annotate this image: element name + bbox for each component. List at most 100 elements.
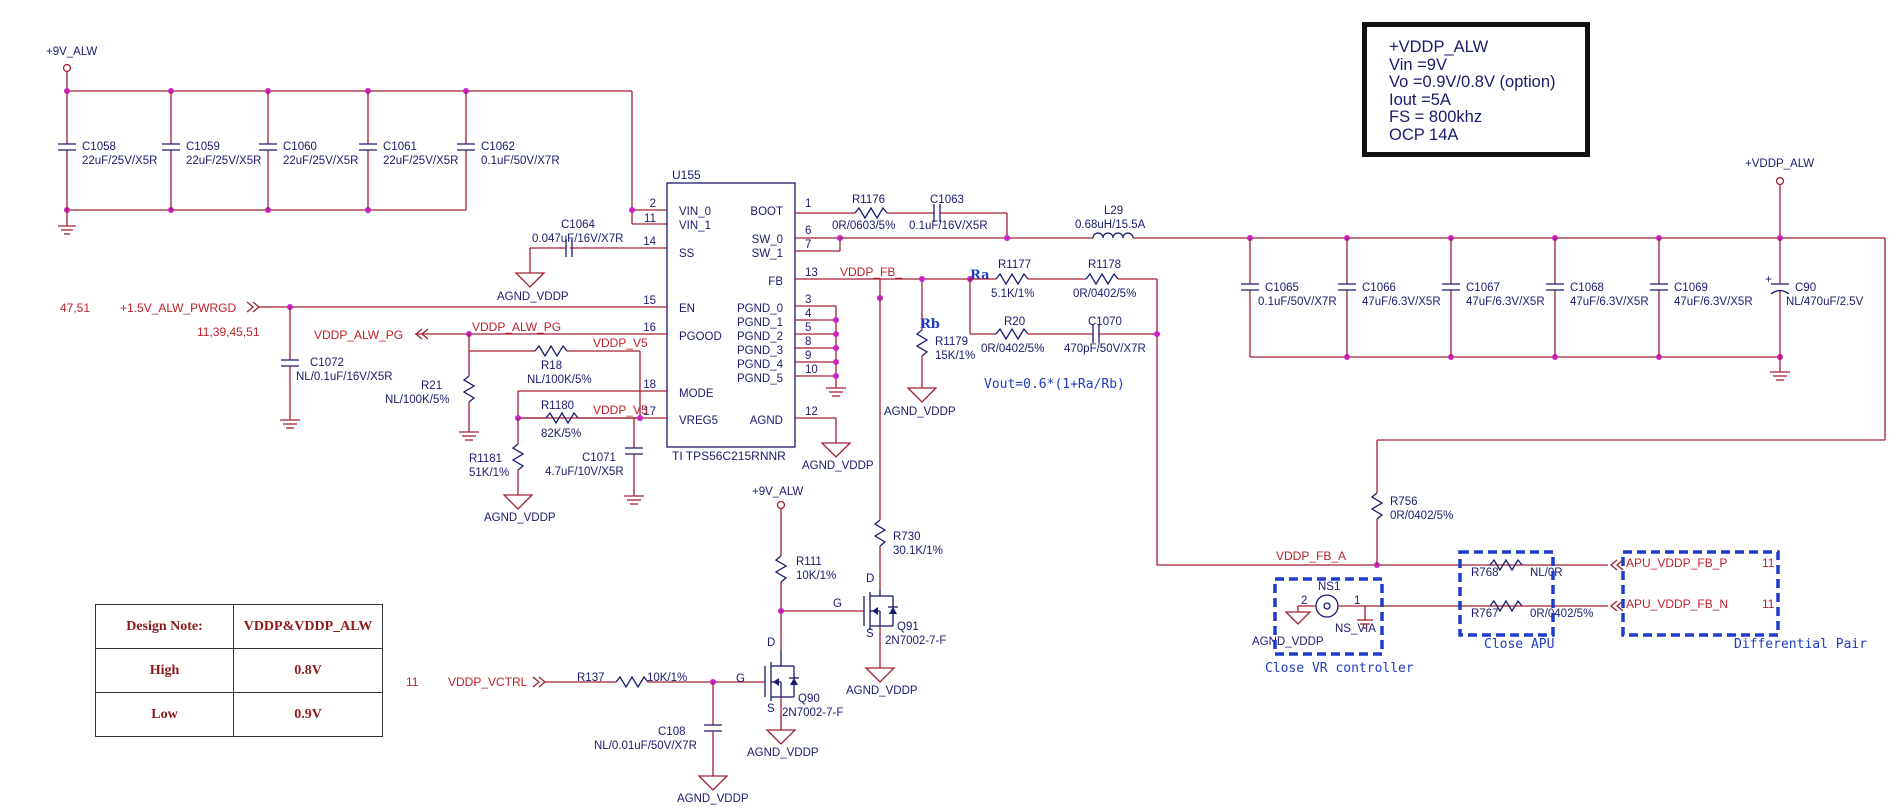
vin2-rail-label: +9V_ALW <box>752 486 803 498</box>
input-capacitors: C1058 22uF/25V/X5R C1059 22uF/25V/X5R C1… <box>58 91 560 210</box>
q91-value: 2N7002-7-F <box>885 635 946 647</box>
c1064-value: 0.047uF/16V/X7R <box>532 233 623 245</box>
ic-left-pins: 2 VIN_0 11 VIN_1 14 SS 15 EN 16 PGOOD 18… <box>271 198 722 427</box>
pin-num: 4 <box>805 308 812 320</box>
cap-value: 22uF/25V/X5R <box>82 155 157 167</box>
q91-ref: Q91 <box>897 621 919 633</box>
pin-num: 12 <box>805 406 818 418</box>
q90-d-label: D <box>767 637 775 649</box>
pin-num: 14 <box>643 236 656 248</box>
apu-p-sheet-ref: 11 <box>1762 556 1775 570</box>
pin-num: 7 <box>805 239 811 251</box>
diff-pair-label: Differential Pair <box>1734 637 1867 652</box>
pin-name: AGND <box>750 415 783 427</box>
pin-num: 18 <box>643 379 656 391</box>
c1070-ref: C1070 <box>1088 316 1122 328</box>
input-cap-4: C1062 0.1uF/50V/X7R <box>457 91 560 210</box>
cap-ref: C1065 <box>1265 282 1299 294</box>
pin-num: 6 <box>805 225 811 237</box>
cap-value: 47uF/6.3V/X5R <box>1466 296 1545 308</box>
l29-ref: L29 <box>1104 205 1123 217</box>
r1176-ref: R1176 <box>852 194 885 206</box>
sw-node: R1176 0R/0603/5% C1063 0.1uF/16V/X5R L29… <box>832 194 1886 493</box>
agnd-vreg: AGND_VDDP <box>484 512 556 524</box>
close-apu-box <box>1458 550 1555 637</box>
pin-num: 11 <box>644 213 656 225</box>
fba-net-label: VDDP_FB_A <box>1276 549 1346 563</box>
r111-value: 10K/1% <box>796 570 836 582</box>
pin-name: PGND_1 <box>737 317 783 329</box>
design-note-cell: High <box>95 648 234 693</box>
q90-gate-label: G <box>736 673 745 685</box>
r20-ref: R20 <box>1004 316 1025 328</box>
cap-value: 47uF/6.3V/X5R <box>1674 296 1753 308</box>
cap-ref: C1066 <box>1362 282 1396 294</box>
spec-line-3: Iout =5A <box>1389 90 1451 109</box>
r1176-value: 0R/0603/5% <box>832 220 895 232</box>
design-note-table: Design Note: VDDP&VDDP_ALW High 0.8V Low… <box>95 604 383 737</box>
cap-ref: C90 <box>1795 282 1816 294</box>
vout-rail-label: +VDDP_ALW <box>1745 158 1814 170</box>
c1071-ref: C1071 <box>582 452 616 464</box>
pin-name: SW_1 <box>752 248 783 260</box>
r1180-ref: R1180 <box>541 400 574 412</box>
cap-ref: C1061 <box>383 141 417 153</box>
r1181-ref: R1181 <box>469 453 502 465</box>
pin-name: SS <box>679 248 695 260</box>
r1177-ref: R1177 <box>998 259 1031 271</box>
r768-value: NL/0R <box>1530 567 1563 579</box>
ns1-pin2: 2 <box>1301 595 1307 607</box>
pin-name: SW_0 <box>752 234 783 246</box>
ic-right-pins: 1 BOOT 6 SW_0 7 SW_1 13 FB 3 PGND_0 4 PG… <box>737 198 970 427</box>
design-note-row: High 0.8V <box>95 648 383 693</box>
design-note-cell: 0.9V <box>233 692 383 737</box>
c1064: C1064 0.047uF/16V/X7R AGND_VDDP <box>497 219 623 303</box>
cap-value: 47uF/6.3V/X5R <box>1570 296 1649 308</box>
cap-ref: C1069 <box>1674 282 1708 294</box>
pg-net-label: VDDP_ALW_PG <box>314 328 403 342</box>
pin-num: 8 <box>805 336 811 348</box>
input-cap-1: C1059 22uF/25V/X5R <box>162 91 261 210</box>
output-rail: +VDDP_ALW <box>1247 158 1814 381</box>
agnd-c108: AGND_VDDP <box>677 793 749 805</box>
cap-value: 22uF/25V/X5R <box>383 155 458 167</box>
output-cap-0: C1065 0.1uF/50V/X7R <box>1241 238 1337 357</box>
r1179-ref: R1179 <box>935 336 968 348</box>
pgnd-bus: AGND_VDDP <box>802 306 874 472</box>
apu-n-sheet-ref: 11 <box>1762 597 1775 611</box>
output-cap-5: + C90 NL/470uF/2.5V <box>1765 238 1864 357</box>
ra-label: Ra <box>970 268 990 283</box>
pin-name: PGND_2 <box>737 331 783 343</box>
pin-num: 1 <box>805 198 811 210</box>
spec-line-5: OCP 14A <box>1389 125 1459 144</box>
design-note-header-0: Design Note: <box>95 604 234 649</box>
c1063-value: 0.1uF/16V/X5R <box>909 220 988 232</box>
pin-num: 5 <box>805 322 811 334</box>
pin-num: 2 <box>650 198 656 210</box>
pin-num: 3 <box>805 294 811 306</box>
close-apu-label: Close APU <box>1484 637 1554 652</box>
formula: Vout=0.6*(1+Ra/Rb) <box>984 377 1125 392</box>
c1071-value: 4.7uF/10V/X5R <box>545 466 624 478</box>
r756-ref: R756 <box>1390 496 1418 508</box>
v5-label-b: VDDP_V5 <box>593 403 648 417</box>
diff-pair-box <box>1621 550 1780 637</box>
fb-net-label: VDDP_FB_ <box>840 265 902 279</box>
cap-value: 47uF/6.3V/X5R <box>1362 296 1441 308</box>
cap-ref: C1062 <box>481 141 515 153</box>
r767-ref: R767 <box>1471 608 1499 620</box>
spec-line-4: FS = 800khz <box>1389 108 1483 126</box>
q91-d-label: D <box>866 573 874 585</box>
v5-label-a: VDDP_V5 <box>593 336 648 350</box>
r730-ref: R730 <box>893 531 921 543</box>
spec-line-1: Vin =9V <box>1389 55 1447 74</box>
r1177-value: 5.1K/1% <box>991 288 1034 300</box>
pwrgd-sheet-ref: 47,51 <box>60 301 90 315</box>
r767-value: 0R/0402/5% <box>1530 608 1593 620</box>
close-vr-box <box>1273 577 1384 656</box>
c1072-value: NL/0.1uF/16V/X5R <box>296 371 393 383</box>
cap-value: 22uF/25V/X5R <box>283 155 358 167</box>
input-cap-2: C1060 22uF/25V/X5R <box>259 91 358 210</box>
ns1-ref: NS1 <box>1318 581 1340 593</box>
remote-sense: VDDP_FB_A R756 0R/0402/5% R768 NL/0R R76… <box>1157 492 1867 676</box>
